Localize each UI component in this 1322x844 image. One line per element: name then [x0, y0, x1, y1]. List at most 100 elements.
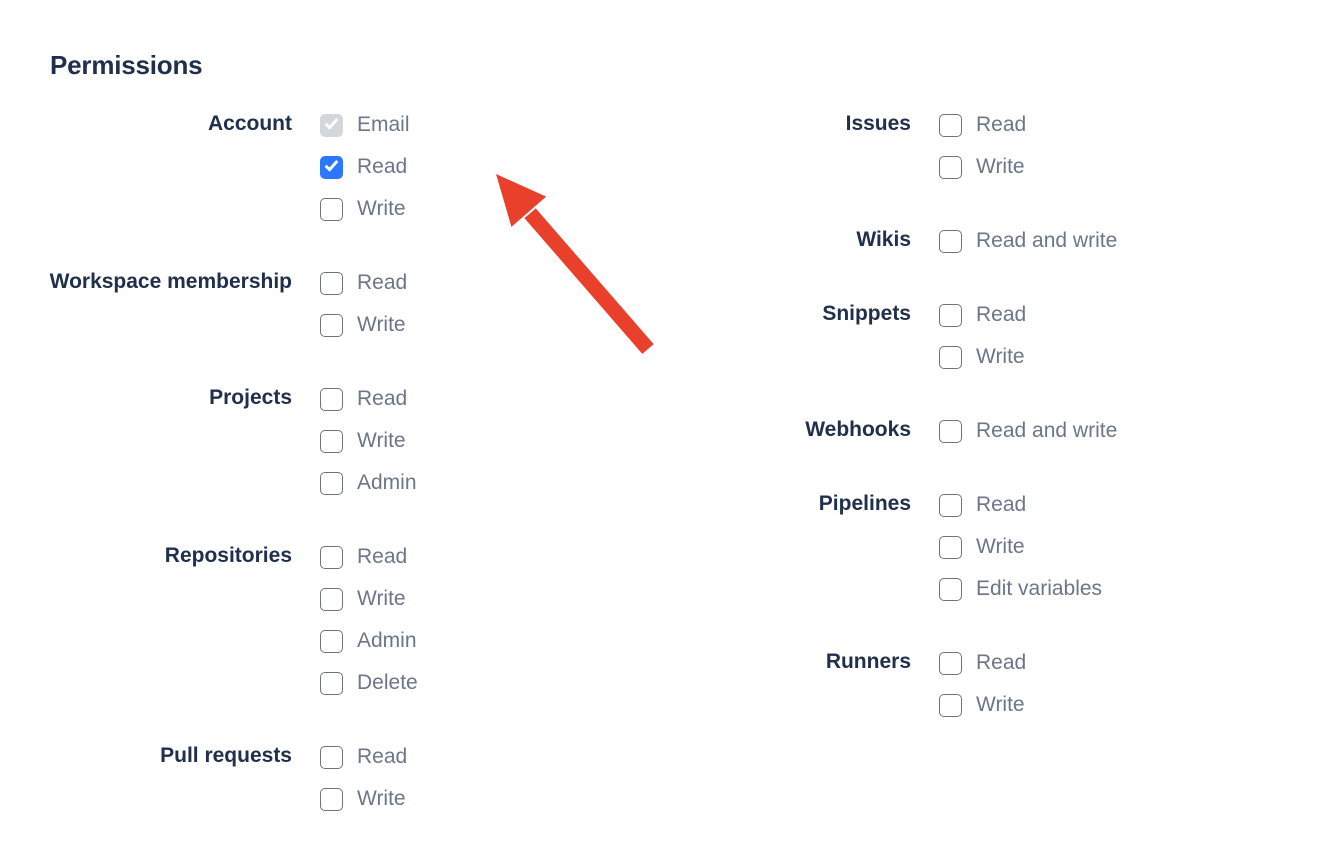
checkbox[interactable]	[939, 651, 962, 675]
group-label-repositories: Repositories	[164, 544, 292, 567]
option-row[interactable]: Read	[320, 146, 410, 188]
option-row[interactable]: Read and write	[939, 220, 1117, 262]
group-label-pull-requests: Pull requests	[160, 744, 292, 767]
page-title: Permissions	[50, 50, 203, 80]
option-row[interactable]: Write	[320, 578, 418, 620]
option-label: Read	[357, 745, 408, 768]
option-label: Read	[976, 651, 1027, 674]
group-label-webhooks: Webhooks	[805, 418, 911, 441]
option-label: Admin	[357, 471, 417, 494]
checkbox[interactable]	[939, 577, 962, 601]
group-label-projects: Projects	[209, 386, 292, 409]
checkbox[interactable]	[320, 197, 343, 221]
checkbox[interactable]	[320, 745, 343, 769]
option-row[interactable]: Write	[320, 304, 407, 346]
permission-group-webhooks: Webhooks Read and write	[600, 410, 1117, 452]
option-row[interactable]: Write	[939, 526, 1102, 568]
option-row[interactable]: Read	[320, 262, 407, 304]
option-row[interactable]: Admin	[320, 620, 418, 662]
option-label: Read	[976, 493, 1027, 516]
option-row[interactable]: Read	[320, 378, 417, 420]
group-label-wikis: Wikis	[856, 228, 911, 251]
checkbox[interactable]	[320, 471, 343, 495]
checkbox[interactable]	[939, 419, 962, 443]
option-label: Write	[976, 345, 1025, 368]
option-row[interactable]: Read	[939, 294, 1026, 336]
option-row[interactable]: Admin	[320, 462, 417, 504]
checkbox[interactable]	[939, 113, 962, 137]
checkbox[interactable]	[320, 545, 343, 569]
checkbox[interactable]	[320, 429, 343, 453]
option-row[interactable]: Write	[939, 146, 1026, 188]
option-label: Write	[976, 693, 1025, 716]
option-row[interactable]: Read and write	[939, 410, 1117, 452]
option-list-wikis: Read and write	[939, 220, 1117, 262]
group-label-account: Account	[208, 112, 292, 135]
check-icon	[324, 115, 339, 130]
option-label: Edit variables	[976, 577, 1103, 600]
option-label: Read	[976, 113, 1027, 136]
checkbox[interactable]	[320, 313, 343, 337]
option-label: Read and write	[976, 229, 1118, 252]
option-row[interactable]: Read	[320, 536, 418, 578]
permission-group-wikis: Wikis Read and write	[600, 220, 1117, 262]
checkbox[interactable]	[939, 155, 962, 179]
option-row[interactable]: Delete	[320, 662, 418, 704]
option-row[interactable]: Read	[939, 484, 1102, 526]
option-label: Read and write	[976, 419, 1118, 442]
option-row[interactable]: Write	[320, 188, 410, 230]
group-label-runners: Runners	[825, 650, 911, 673]
option-label: Write	[976, 155, 1025, 178]
option-label: Write	[357, 787, 406, 810]
checkbox	[320, 113, 343, 137]
option-label: Email	[357, 113, 410, 136]
option-label: Write	[357, 587, 406, 610]
checkbox[interactable]	[939, 229, 962, 253]
group-label-workspace-membership: Workspace membership	[49, 270, 292, 293]
option-label: Read	[357, 271, 408, 294]
option-row[interactable]: Write	[939, 336, 1026, 378]
option-label: Write	[976, 535, 1025, 558]
option-row[interactable]: Read	[939, 642, 1026, 684]
option-label: Read	[357, 387, 408, 410]
option-row[interactable]: Read	[320, 736, 407, 778]
check-icon	[324, 157, 339, 172]
option-row[interactable]: Write	[939, 684, 1026, 726]
checkbox[interactable]	[320, 387, 343, 411]
checkbox[interactable]	[939, 345, 962, 369]
checkbox[interactable]	[320, 787, 343, 811]
checkbox[interactable]	[939, 493, 962, 517]
option-label: Read	[976, 303, 1027, 326]
option-row[interactable]: Write	[320, 420, 417, 462]
checkbox[interactable]	[320, 587, 343, 611]
group-label-issues: Issues	[845, 112, 911, 135]
option-label: Write	[357, 197, 406, 220]
checkbox[interactable]	[320, 629, 343, 653]
checkbox[interactable]	[320, 271, 343, 295]
checkbox[interactable]	[320, 671, 343, 695]
checkbox[interactable]	[939, 303, 962, 327]
option-label: Write	[357, 429, 406, 452]
checkbox[interactable]	[939, 535, 962, 559]
option-row[interactable]: Read	[939, 104, 1026, 146]
option-label: Delete	[357, 671, 418, 694]
checkbox[interactable]	[939, 693, 962, 717]
option-row[interactable]: Edit variables	[939, 568, 1102, 610]
group-label-pipelines: Pipelines	[818, 492, 911, 515]
checkbox[interactable]	[320, 155, 343, 179]
option-row[interactable]: Write	[320, 778, 407, 820]
option-list-webhooks: Read and write	[939, 410, 1117, 452]
